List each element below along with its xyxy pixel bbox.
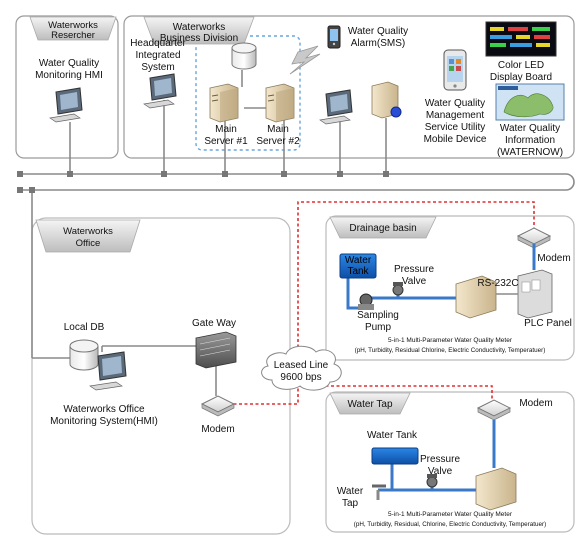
water-tap-faucet-icon bbox=[372, 484, 386, 500]
database-icon bbox=[231, 42, 257, 70]
drainage-meter-icon bbox=[455, 275, 497, 319]
drainage-valve-label-1: Pressure bbox=[394, 264, 434, 275]
researcher-panel bbox=[15, 15, 119, 159]
sampling-pump-icon bbox=[358, 293, 374, 310]
tap-valve-label-2: Valve bbox=[428, 466, 453, 477]
researcher-tab bbox=[29, 16, 117, 41]
water-tap-tab bbox=[329, 392, 411, 415]
researcher-title-2: Resercher bbox=[51, 30, 95, 41]
tap-modem-label: Modem bbox=[519, 398, 552, 409]
drainage-tab bbox=[329, 216, 437, 239]
sms-phone-icon bbox=[327, 25, 341, 49]
info-label-1: Water Quality bbox=[500, 123, 560, 134]
researcher-title-1: Waterworks bbox=[48, 20, 98, 31]
drainage-meter-label-1: 5-in-1 Multi-Parameter Water Quality Met… bbox=[388, 337, 513, 344]
tap-meter-icon bbox=[475, 467, 517, 511]
tap-pressure-valve-icon bbox=[426, 474, 438, 488]
tap-water-tank-icon bbox=[371, 447, 419, 465]
mobile-label-1: Water Quality bbox=[425, 98, 485, 109]
leased-line-label-2: 9600 bps bbox=[280, 372, 321, 383]
led-label-2: Display Board bbox=[490, 72, 552, 83]
network-bus bbox=[20, 70, 575, 396]
mobile-label-3: Service Utility bbox=[425, 122, 486, 133]
pump-label-2: Pump bbox=[365, 322, 392, 333]
hq-label-2: Integrated bbox=[135, 50, 180, 61]
gateway-label: Gate Way bbox=[192, 318, 236, 329]
drainage-pressure-valve-icon bbox=[392, 282, 404, 296]
led-display-board-icon bbox=[485, 21, 557, 57]
water-quality-info-screen-icon bbox=[495, 83, 565, 121]
water-tap-label-2: Tap bbox=[342, 498, 359, 509]
drainage-valve-label-2: Valve bbox=[402, 276, 427, 287]
drainage-modem-label: Modem bbox=[537, 253, 570, 264]
hq-label-3: System bbox=[141, 62, 174, 73]
drainage-tank-label-1: Water bbox=[345, 255, 372, 266]
mobile-device-icon bbox=[443, 49, 467, 91]
office-hmi-label-2: Monitoring System(HMI) bbox=[50, 416, 158, 427]
drainage-title: Drainage basin bbox=[349, 223, 416, 234]
server2-label-1: Main bbox=[267, 124, 289, 135]
tap-pipes bbox=[378, 420, 496, 492]
headquarter-monitor-icon bbox=[143, 73, 177, 109]
drainage-tank-label-2: Tank bbox=[347, 266, 369, 277]
sms-alarm-label-2: Alarm(SMS) bbox=[351, 38, 405, 49]
tap-meter-label-1: 5-in-1 Multi-Parameter Water Quality Met… bbox=[388, 511, 513, 518]
researcher-monitor-icon bbox=[49, 87, 83, 123]
web-server-icon bbox=[371, 81, 402, 119]
server2-label-2: Server #2 bbox=[256, 136, 300, 147]
tap-title: Water Tap bbox=[347, 399, 392, 410]
bus-junctions bbox=[17, 171, 389, 193]
wireless-bolt-icon bbox=[289, 45, 321, 75]
office-hmi-label-1: Waterworks Office bbox=[63, 404, 145, 415]
office-modem-icon bbox=[200, 395, 236, 417]
tap-tank-label: Water Tank bbox=[367, 430, 418, 441]
leased-line-cloud bbox=[261, 345, 342, 391]
office-panel bbox=[31, 217, 291, 535]
main-server-1-icon bbox=[209, 83, 239, 123]
tap-valve-label-1: Pressure bbox=[420, 454, 460, 465]
mobile-label-4: Mobile Device bbox=[424, 134, 487, 145]
researcher-hmi-label-2: Monitoring HMI bbox=[35, 70, 103, 81]
server1-label-2: Server #1 bbox=[204, 136, 248, 147]
pump-label-1: Sampling bbox=[357, 310, 399, 321]
water-tap-label-1: Water bbox=[337, 486, 364, 497]
plc-panel-icon bbox=[517, 269, 553, 319]
business-title-1: Waterworks bbox=[173, 22, 225, 33]
office-title-2: Office bbox=[76, 238, 101, 249]
drainage-panel bbox=[325, 215, 575, 361]
business-title-2: Business Division bbox=[160, 33, 238, 44]
office-hmi-monitor-icon bbox=[89, 351, 127, 391]
main-server-cluster bbox=[195, 35, 301, 151]
leased-line-label-1: Leased Line bbox=[274, 360, 329, 371]
rs232-label: RS-232C bbox=[477, 278, 518, 289]
gateway-icon bbox=[195, 331, 237, 369]
drainage-meter-label-2: (pH, Turbidity, Residual Chlorine, Elect… bbox=[355, 347, 546, 354]
business-monitor-icon bbox=[319, 89, 353, 125]
led-label-1: Color LED bbox=[498, 60, 544, 71]
server1-label-1: Main bbox=[215, 124, 237, 135]
leased-line-path bbox=[228, 201, 535, 405]
sms-alarm-label-1: Water Quality bbox=[348, 26, 408, 37]
office-tab bbox=[35, 219, 141, 253]
local-db-label: Local DB bbox=[64, 322, 105, 333]
local-db-icon bbox=[69, 339, 99, 371]
tap-modem-icon bbox=[476, 399, 512, 421]
hq-label-1: Headquarter bbox=[130, 38, 186, 49]
researcher-hmi-label-1: Water Quality bbox=[39, 58, 99, 69]
info-label-3: (WATERNOW) bbox=[497, 147, 563, 158]
tap-meter-label-2: (pH, Turbidity, Residual, Chlorine, Elec… bbox=[354, 521, 546, 528]
office-title-1: Waterworks bbox=[63, 226, 113, 237]
main-server-2-icon bbox=[265, 83, 295, 123]
plc-label: PLC Panel bbox=[524, 318, 572, 329]
drainage-water-tank-icon bbox=[339, 253, 377, 279]
info-label-2: Information bbox=[505, 135, 555, 146]
office-modem-label: Modem bbox=[201, 424, 234, 435]
mobile-label-2: Management bbox=[426, 110, 485, 121]
